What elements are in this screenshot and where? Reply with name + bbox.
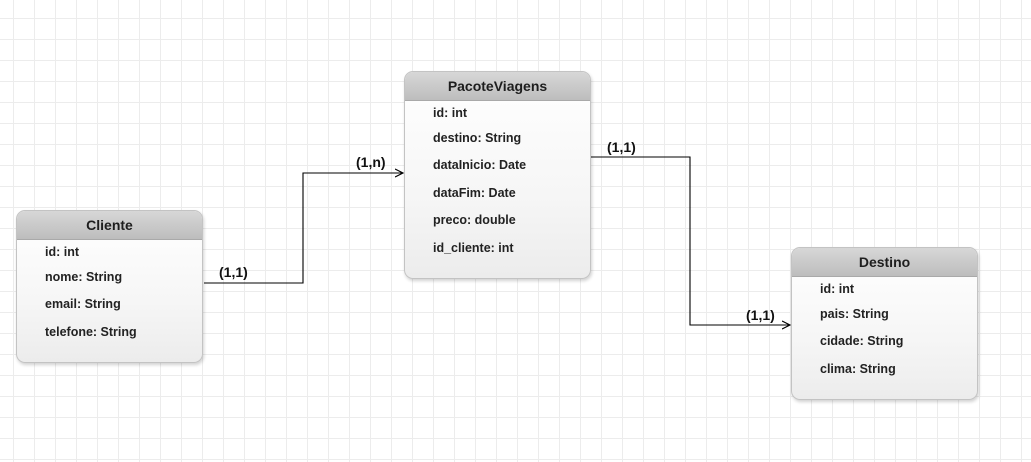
cardinality-cliente-side: (1,1) bbox=[219, 264, 248, 280]
attribute-row: clima: String bbox=[820, 361, 896, 376]
entity-title: Cliente bbox=[17, 211, 202, 240]
attribute-row: dataInicio: Date bbox=[433, 158, 527, 173]
attribute-row: cidade: String bbox=[820, 334, 904, 349]
cardinality-pacote-side-destino: (1,1) bbox=[607, 139, 636, 155]
destino-pacote-connector bbox=[591, 157, 790, 325]
attribute-row: telefone: String bbox=[45, 324, 137, 339]
attribute-row: email: String bbox=[45, 297, 121, 312]
attribute-list: id: int nome: String email: String telef… bbox=[17, 240, 202, 346]
cliente-pacote-connector bbox=[204, 173, 403, 284]
cardinality-destino-side: (1,1) bbox=[746, 307, 775, 323]
entity-title: PacoteViagens bbox=[405, 72, 590, 101]
attribute-row: id: int bbox=[433, 106, 468, 120]
entity-destino[interactable]: Destino id: int pais: String cidade: Str… bbox=[791, 247, 978, 400]
attribute-row: destino: String bbox=[433, 131, 522, 145]
attribute-row: preco: double bbox=[433, 213, 516, 228]
entity-pacoteviagens[interactable]: PacoteViagens id: int destino: String da… bbox=[404, 71, 591, 279]
attribute-row: nome: String bbox=[45, 270, 123, 284]
cardinality-pacote-side-cliente: (1,n) bbox=[356, 154, 386, 170]
attribute-list: id: int destino: String dataInicio: Date… bbox=[405, 101, 590, 262]
attribute-row: id: int bbox=[45, 245, 80, 259]
attribute-row: id_cliente: int bbox=[433, 240, 514, 255]
attribute-row: pais: String bbox=[820, 307, 889, 321]
entity-title: Destino bbox=[792, 248, 977, 277]
attribute-row: id: int bbox=[820, 282, 855, 296]
attribute-list: id: int pais: String cidade: String clim… bbox=[792, 277, 977, 383]
attribute-row: dataFim: Date bbox=[433, 185, 516, 200]
entity-cliente[interactable]: Cliente id: int nome: String email: Stri… bbox=[16, 210, 203, 363]
